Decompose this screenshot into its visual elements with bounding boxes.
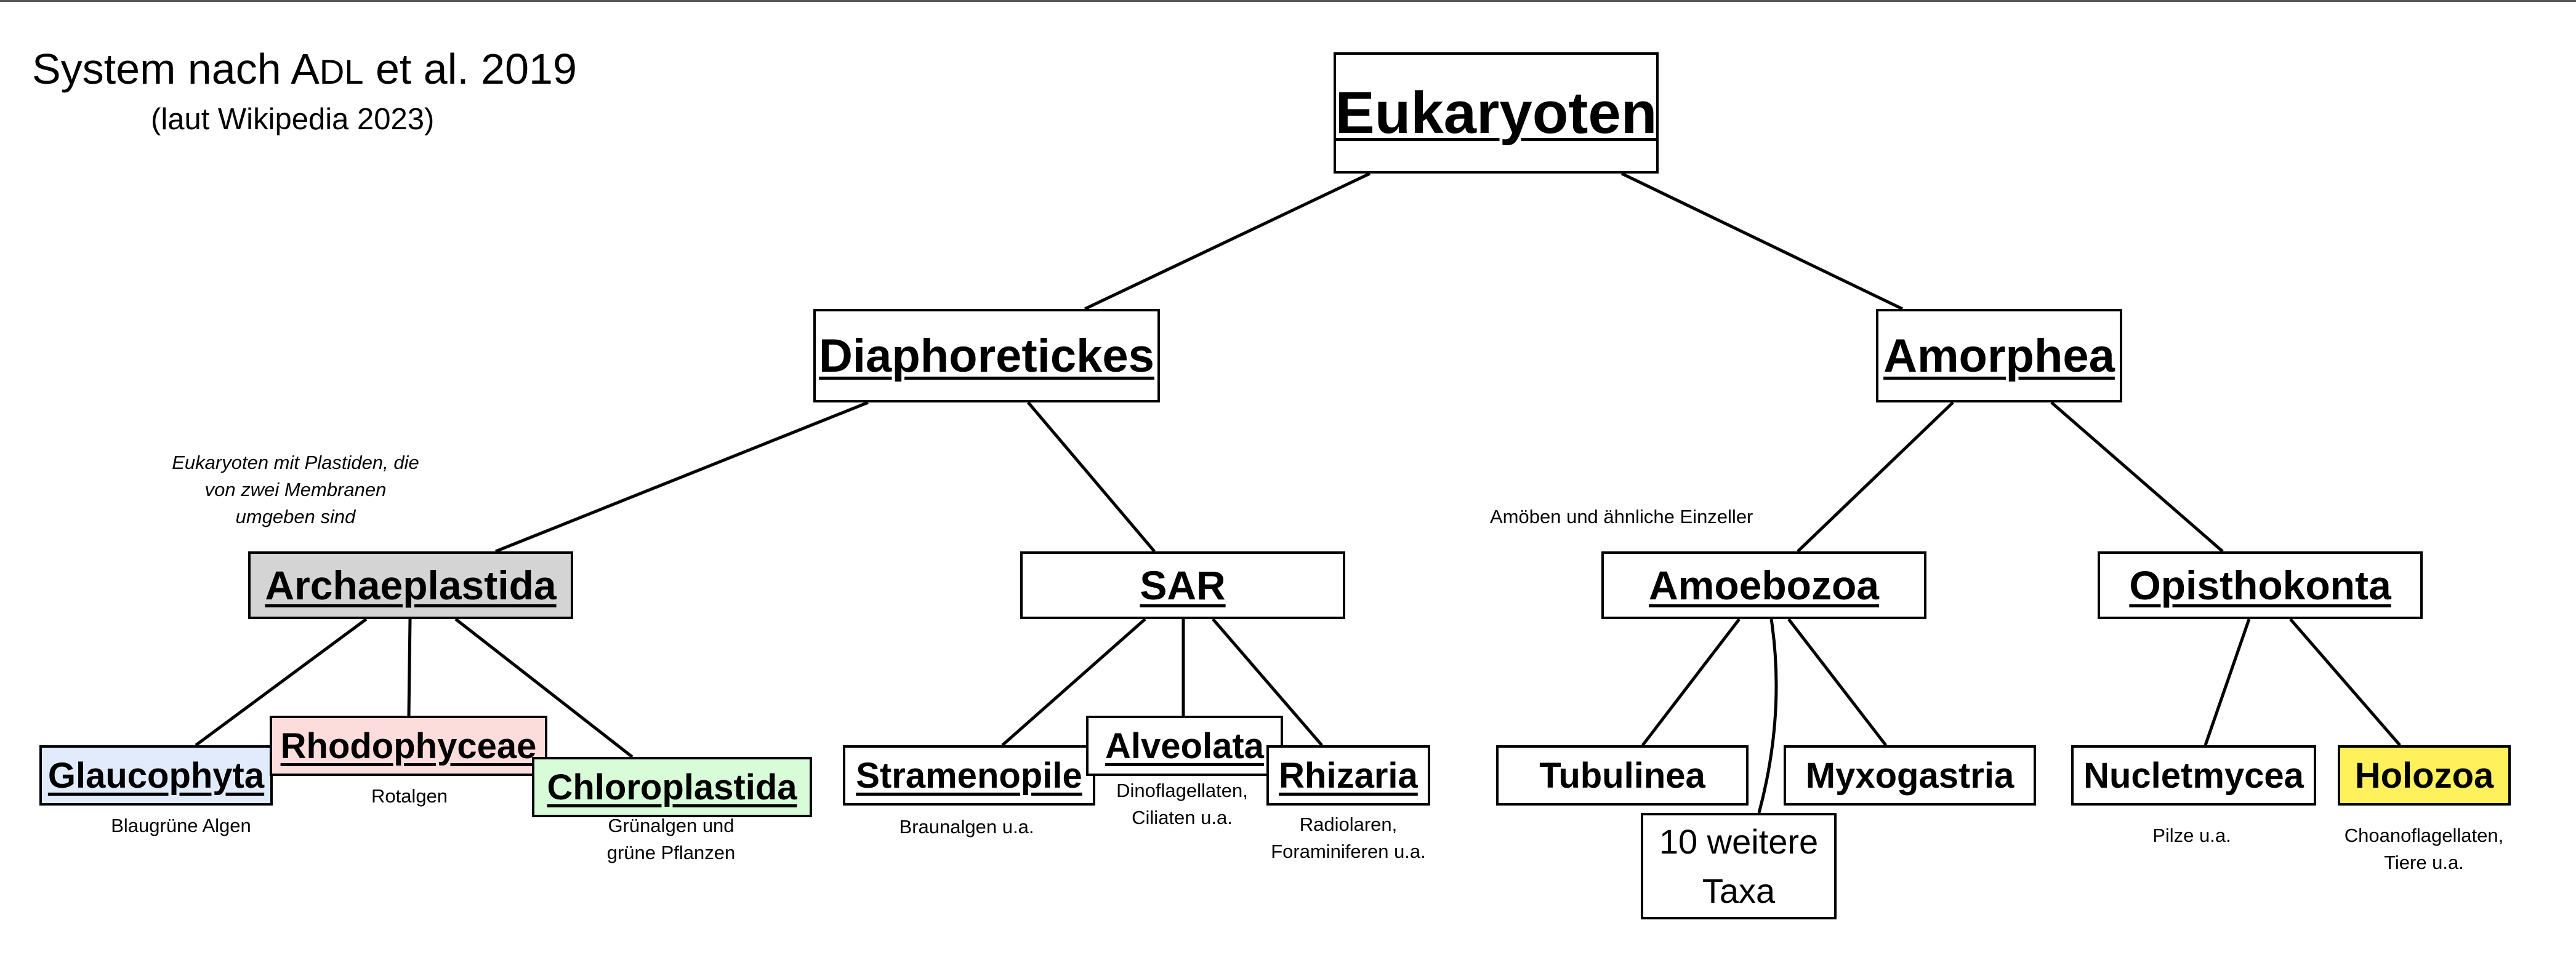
- node-label: Nucletmycea: [2083, 755, 2304, 796]
- edge-amoebozoa-myxogastria: [1787, 618, 1887, 746]
- node-eukaryoten[interactable]: Eukaryoten: [1334, 52, 1659, 174]
- node-weitere-taxa[interactable]: 10 weitere Taxa: [1641, 813, 1837, 919]
- edge-opisthokonta-holozoa: [2289, 618, 2401, 746]
- node-label: Rhizaria: [1279, 755, 1418, 796]
- note-glaucophyta: Blaugrüne Algen: [64, 812, 298, 839]
- edge-diaphoretickes-archaeplastida: [495, 401, 869, 553]
- node-label: Archaeplastida: [265, 562, 557, 608]
- node-amorphea[interactable]: Amorphea: [1876, 309, 2122, 402]
- edge-amorphea-opisthokonta: [2050, 401, 2224, 553]
- node-chloroplastida[interactable]: Chloroplastida: [532, 757, 812, 817]
- node-label: Alveolata: [1105, 726, 1264, 766]
- node-label: Opisthokonta: [2129, 562, 2391, 608]
- diagram-subtitle: (laut Wikipedia 2023): [151, 103, 435, 136]
- node-diaphoretickes[interactable]: Diaphoretickes: [813, 309, 1160, 402]
- note-line: Blaugrüne Algen: [111, 815, 251, 836]
- node-label: Glaucophyta: [47, 755, 265, 796]
- note-archaeplastida: Eukaryoten mit Plastiden, die von zwei M…: [123, 449, 468, 530]
- edge-diaphoretickes-sar: [1027, 401, 1156, 553]
- edge-amorphea-amoebozoa: [1797, 401, 1954, 553]
- note-line: Tiere u.a.: [2384, 852, 2464, 873]
- note-line: Radiolaren,: [1299, 814, 1398, 835]
- node-label: Stramenopile: [856, 755, 1082, 796]
- note-amoebozoa: Amöben und ähnliche Einzeller: [1490, 503, 1798, 530]
- edge-archaeplastida-chloroplastida: [454, 618, 634, 758]
- edge-eukaryoten-amorphea: [1620, 172, 1904, 311]
- node-label-line2: Taxa: [1702, 871, 1776, 910]
- edge-archaeplastida-glaucophyta: [195, 617, 368, 747]
- node-label: Myxogastria: [1805, 755, 2015, 796]
- edge-archaeplastida-rhodophyceae: [407, 618, 412, 716]
- node-tubulinea[interactable]: Tubulinea: [1496, 745, 1749, 806]
- node-myxogastria[interactable]: Myxogastria: [1784, 745, 2036, 806]
- note-line: Grünalgen und: [608, 815, 735, 836]
- note-line: Choanoflagellaten,: [2344, 825, 2504, 846]
- edge-eukaryoten-diaphoretickes: [1084, 172, 1371, 311]
- note-line: Dinoflagellaten,: [1116, 780, 1248, 801]
- note-line: Braunalgen u.a.: [899, 816, 1034, 838]
- node-label: Amorphea: [1883, 329, 2115, 382]
- note-nucletmycea: Pilze u.a.: [2081, 822, 2303, 849]
- note-rhizaria: Radiolaren, Foraminiferen u.a.: [1238, 811, 1459, 865]
- node-holozoa[interactable]: Holozoa: [2338, 745, 2511, 806]
- note-line: umgeben sind: [235, 506, 356, 527]
- node-nucletmycea[interactable]: Nucletmycea: [2071, 745, 2316, 806]
- edge-sar-stramenopile: [1001, 618, 1146, 746]
- node-rhodophyceae[interactable]: Rhodophyceae: [270, 716, 547, 776]
- note-alveolata: Dinoflagellaten, Ciliaten u.a.: [1071, 777, 1293, 831]
- note-line: Eukaryoten mit Plastiden, die: [172, 452, 419, 473]
- node-label: Diaphoretickes: [819, 329, 1154, 382]
- node-label: Tubulinea: [1539, 755, 1705, 796]
- note-line: Ciliaten u.a.: [1132, 807, 1233, 828]
- node-archaeplastida[interactable]: Archaeplastida: [248, 551, 573, 619]
- edge-opisthokonta-nucletmycea: [2204, 618, 2251, 746]
- note-chloroplastida: Grünalgen und grüne Pflanzen: [554, 812, 788, 866]
- node-label: SAR: [1140, 562, 1226, 608]
- node-alveolata[interactable]: Alveolata: [1086, 716, 1283, 776]
- node-label: Chloroplastida: [547, 767, 797, 807]
- node-label: Rhodophyceae: [280, 726, 537, 766]
- node-label: Eukaryoten: [1335, 79, 1657, 146]
- node-sar[interactable]: SAR: [1020, 551, 1345, 619]
- edge-amoebozoa-weitere-taxa: [1757, 618, 1778, 814]
- note-rhodophyceae: Rotalgen: [296, 783, 523, 810]
- node-label: Holozoa: [2354, 755, 2494, 796]
- node-opisthokonta[interactable]: Opisthokonta: [2098, 551, 2423, 619]
- node-stramenopile[interactable]: Stramenopile: [843, 745, 1095, 806]
- node-label: Amoebozoa: [1648, 562, 1880, 608]
- note-line: Foraminiferen u.a.: [1271, 841, 1426, 862]
- note-line: Amöben und ähnliche Einzeller: [1490, 506, 1753, 527]
- note-line: von zwei Membranen: [204, 479, 387, 500]
- edge-amoebozoa-tubulinea: [1641, 618, 1741, 746]
- node-glaucophyta[interactable]: Glaucophyta: [39, 745, 273, 806]
- node-rhizaria[interactable]: Rhizaria: [1266, 745, 1430, 806]
- note-line: Pilze u.a.: [2152, 825, 2231, 846]
- note-line: Rotalgen: [371, 785, 448, 807]
- node-label-line1: 10 weitere: [1659, 822, 1819, 861]
- diagram-title: System nach ADL et al. 2019: [32, 45, 577, 93]
- top-border: [0, 0, 2576, 2]
- edge-sar-rhizaria: [1212, 618, 1323, 746]
- note-line: grüne Pflanzen: [606, 842, 736, 863]
- node-amoebozoa[interactable]: Amoebozoa: [1601, 551, 1926, 619]
- note-holozoa: Choanoflagellaten, Tiere u.a.: [2313, 822, 2535, 876]
- note-stramenopile: Braunalgen u.a.: [856, 814, 1077, 841]
